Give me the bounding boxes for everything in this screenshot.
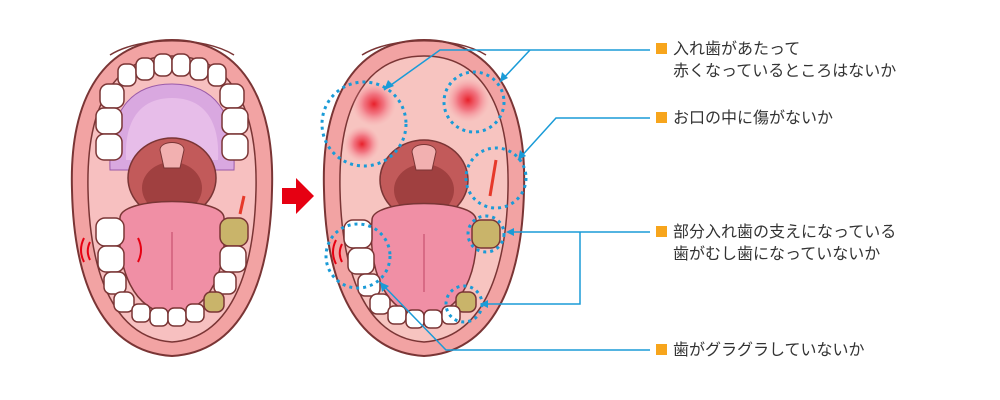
red-right-arrow-icon <box>282 178 314 214</box>
checklist-text-line1: 部分入れ歯の支えになっている <box>673 222 897 241</box>
orange-bullet-icon <box>656 112 667 123</box>
highlight-palate-right <box>442 70 506 134</box>
checklist-item-loose-tooth: 歯がグラグラしていないか <box>656 339 865 361</box>
leader-lines <box>379 49 650 351</box>
orange-bullet-icon <box>656 226 667 237</box>
leader-arrowheads <box>380 72 526 308</box>
red-spot <box>446 78 490 122</box>
right-wobble-marks <box>332 239 343 265</box>
highlight-palate-left <box>320 80 408 168</box>
checklist-text-line1: 歯がグラグラしていないか <box>673 340 865 359</box>
checklist-item-denture-irritation: 入れ歯があたって 赤くなっているところはないか <box>656 38 896 82</box>
red-spot <box>352 82 396 126</box>
left-wobble-marks <box>80 237 142 263</box>
left-mouth-illustration <box>70 38 274 358</box>
checklist-text-line2: 赤くなっているところはないか <box>673 61 897 80</box>
highlight-wound <box>464 146 528 210</box>
checklist-text-line2: 歯がむし歯になっていないか <box>673 244 881 263</box>
red-spot <box>344 126 380 162</box>
left-lower-teeth <box>95 217 249 327</box>
wound-mark <box>488 159 498 197</box>
left-upper-teeth <box>95 53 249 161</box>
orange-bullet-icon <box>656 43 667 54</box>
checklist-item-mouth-wound: お口の中に傷がないか <box>656 107 833 129</box>
checklist-text-line1: 入れ歯があたって <box>673 39 801 58</box>
checklist-text-line1: お口の中に傷がないか <box>673 108 834 127</box>
orange-bullet-icon <box>656 344 667 355</box>
highlight-loose-tooth <box>324 222 392 290</box>
right-mouth-illustration <box>322 38 526 358</box>
highlight-abutment-tooth <box>466 214 506 254</box>
checklist-item-abutment-decay: 部分入れ歯の支えになっている 歯がむし歯になっていないか <box>656 221 896 265</box>
